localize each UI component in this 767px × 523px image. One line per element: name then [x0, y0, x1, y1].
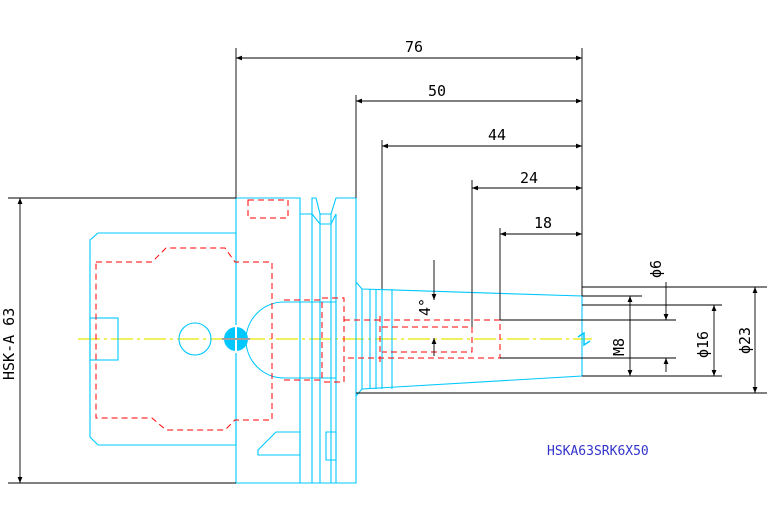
dim-44: 44	[488, 126, 506, 144]
part-number: HSKA63SRK6X50	[547, 444, 649, 459]
shank-drive-slot	[89, 317, 119, 361]
tool-outline	[89, 197, 583, 484]
dim-hsk-a63: HSK-A 63	[0, 308, 18, 380]
dim-angle: 4°	[416, 298, 434, 316]
tool-nose	[355, 281, 583, 397]
shank-hole	[178, 322, 212, 356]
orientation-slot	[257, 431, 301, 456]
dim-76: 76	[405, 38, 423, 56]
dim-m8: M8	[610, 338, 628, 356]
flange	[235, 197, 357, 484]
dim-d23: ϕ23	[736, 327, 754, 354]
dim-50: 50	[428, 82, 446, 100]
hidden-lines	[95, 199, 501, 431]
dim-d6: ϕ6	[647, 260, 665, 278]
dimensions	[8, 48, 767, 484]
dim-18: 18	[534, 214, 552, 232]
dim-24: 24	[520, 169, 538, 187]
end-mark	[577, 331, 591, 347]
center-hub	[222, 325, 250, 353]
dim-d16: ϕ16	[694, 331, 712, 358]
